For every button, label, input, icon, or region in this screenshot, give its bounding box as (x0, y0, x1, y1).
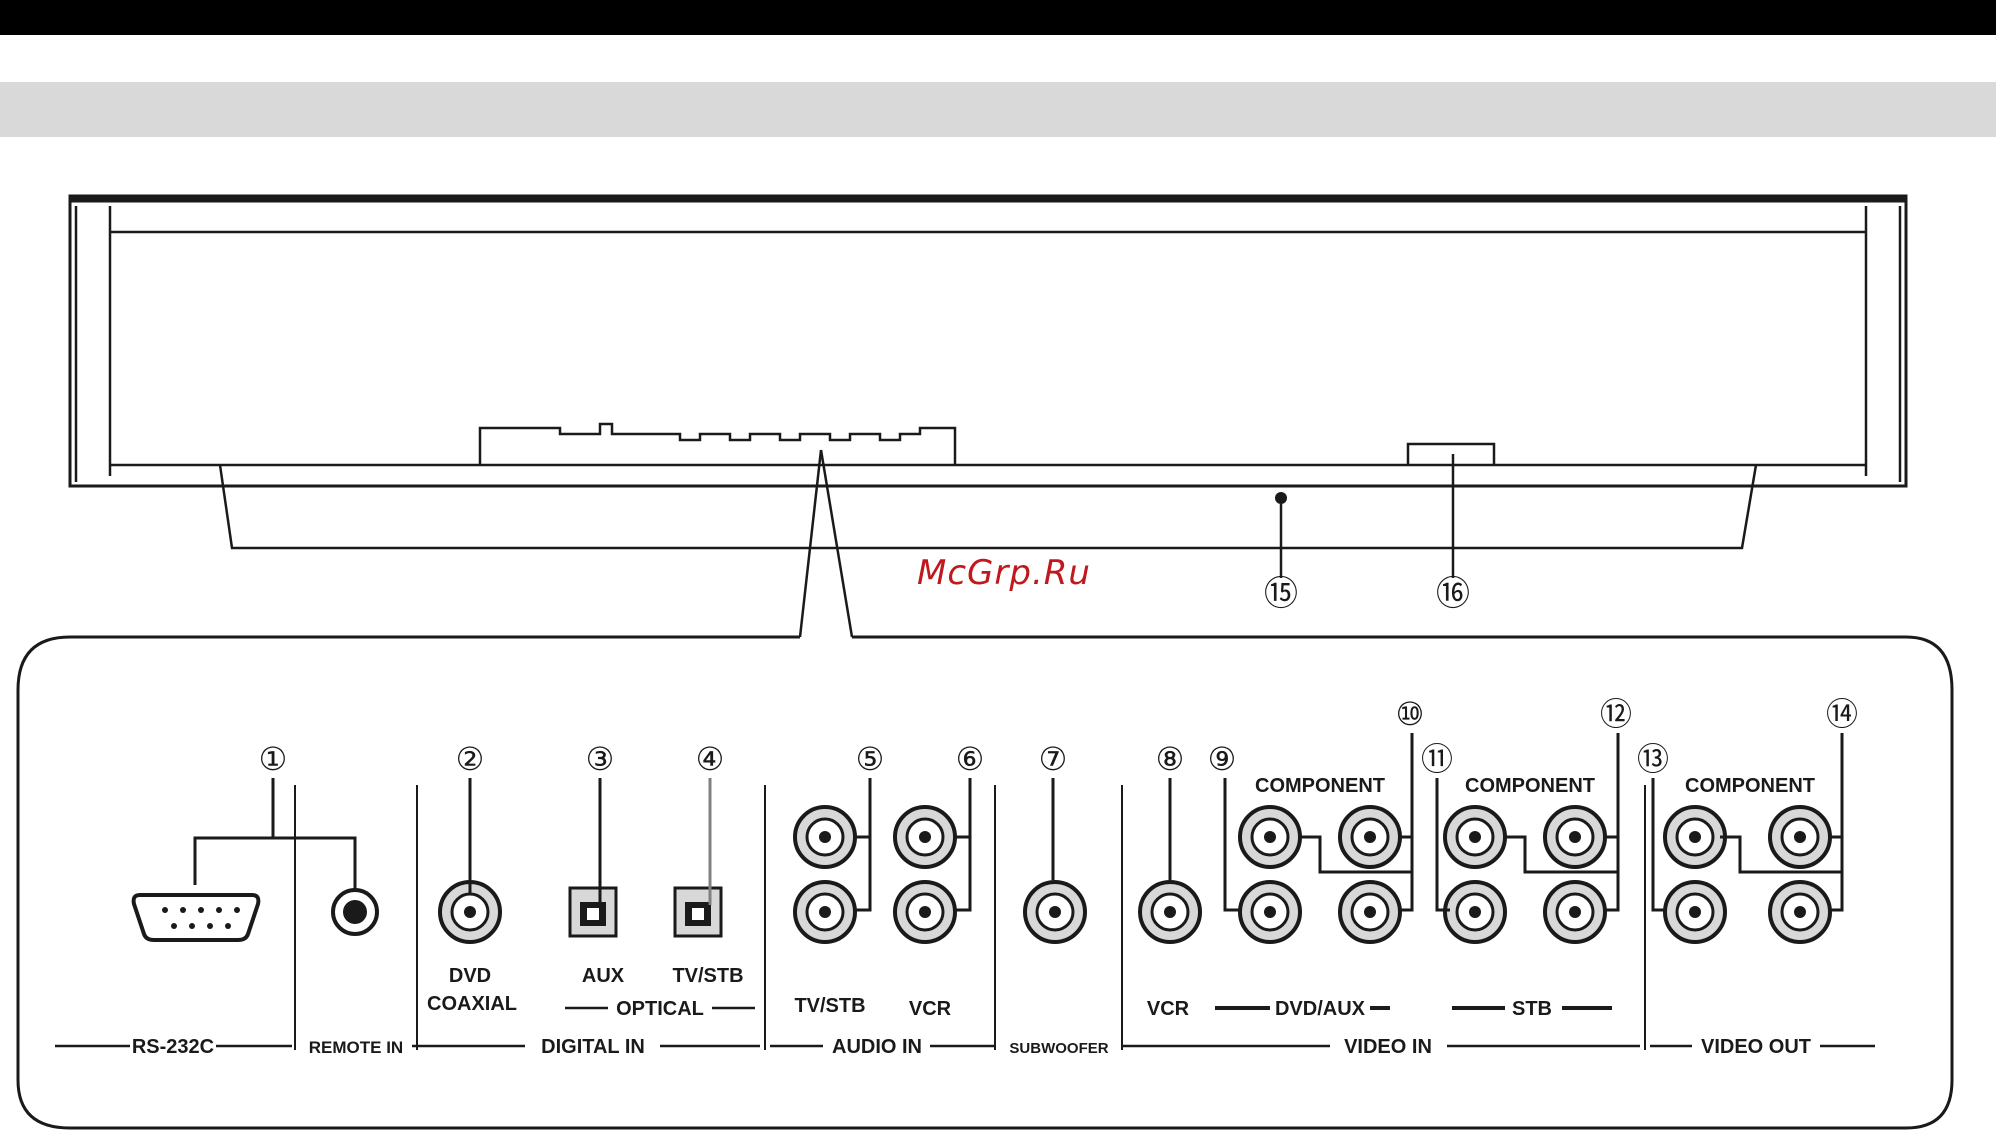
video-in-vcr-jack (1140, 882, 1200, 942)
callout-15: ⑮ (1264, 575, 1298, 613)
callout-7: ⑦ (1039, 741, 1068, 777)
callout-1: ① (259, 741, 288, 777)
label-video-out: VIDEO OUT (1701, 1036, 1811, 1058)
label-rs232c: RS-232C (132, 1036, 214, 1058)
video-out-pr-jack (1770, 882, 1830, 942)
video-out-y-jack (1665, 807, 1725, 867)
remote-in-jack (333, 890, 377, 934)
label-stb: STB (1512, 998, 1552, 1020)
label-component-1: COMPONENT (1255, 775, 1385, 797)
label-audio-in: AUDIO IN (832, 1036, 922, 1058)
video-in-stb-y-jack (1445, 807, 1505, 867)
audio-in-tv-stb-left-jack (795, 807, 855, 867)
audio-in-tv-stb-right-jack (795, 882, 855, 942)
callout-11: ⑪ (1421, 741, 1453, 777)
audio-in-vcr-right-jack (895, 882, 955, 942)
video-in-dvd-aux-video-jack (1240, 882, 1300, 942)
video-in-dvd-aux-pr-jack (1340, 882, 1400, 942)
callout-2: ② (456, 741, 485, 777)
audio-in-vcr-left-jack (895, 807, 955, 867)
label-coaxial: COAXIAL (427, 993, 517, 1015)
label-component-3: COMPONENT (1685, 775, 1815, 797)
callout-4: ④ (696, 741, 725, 777)
label-digital-in: DIGITAL IN (541, 1036, 645, 1058)
video-out-video-jack (1665, 882, 1725, 942)
video-in-dvd-aux-y-jack (1240, 807, 1300, 867)
video-in-dvd-aux-pb-jack (1340, 807, 1400, 867)
label-optical: OPTICAL (616, 998, 704, 1020)
optical-aux-port (570, 888, 616, 936)
subwoofer-jack (1025, 882, 1085, 942)
callout-6: ⑥ (956, 741, 985, 777)
label-video-in: VIDEO IN (1344, 1036, 1432, 1058)
video-out-pb-jack (1770, 807, 1830, 867)
callout-16: ⑯ (1436, 575, 1470, 613)
callout-8: ⑧ (1156, 741, 1185, 777)
watermark-text: McGrp.Ru (917, 553, 1091, 593)
optical-tv-stb-port (675, 888, 721, 936)
label-dvd-aux: DVD/AUX (1275, 998, 1366, 1020)
label-vcr-audio: VCR (909, 998, 952, 1020)
headphone-jack-dot (1275, 492, 1287, 504)
video-in-stb-pr-jack (1545, 882, 1605, 942)
label-vcr-video: VCR (1147, 998, 1190, 1020)
callout-13: ⑬ (1637, 741, 1669, 777)
label-dvd: DVD (449, 965, 491, 987)
label-tv-stb-optical: TV/STB (672, 965, 743, 987)
callout-12: ⑫ (1600, 696, 1632, 732)
label-tv-stb-audio: TV/STB (794, 995, 865, 1017)
callout-10: ⑩ (1396, 696, 1425, 732)
callout-14: ⑭ (1826, 696, 1858, 732)
label-remote-in: REMOTE IN (309, 1038, 403, 1057)
video-in-stb-pb-jack (1545, 807, 1605, 867)
callout-3: ③ (586, 741, 615, 777)
label-component-2: COMPONENT (1465, 775, 1595, 797)
label-aux: AUX (582, 965, 625, 987)
rca-jack-group (795, 807, 1830, 942)
rs232c-port (134, 895, 259, 940)
callout-5: ⑤ (856, 741, 885, 777)
callout-9: ⑨ (1208, 741, 1237, 777)
video-in-stb-video-jack (1445, 882, 1505, 942)
label-subwoofer: SUBWOOFER (1009, 1040, 1108, 1057)
